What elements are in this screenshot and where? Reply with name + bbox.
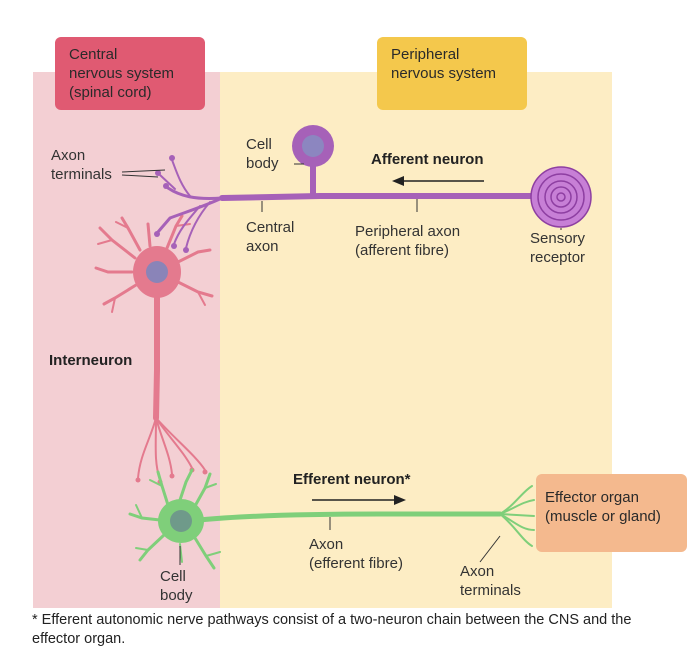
efferent-direction-arrow (312, 495, 406, 505)
effector-organ-box: Effector organ (muscle or gland) (536, 474, 687, 552)
central-axon-label: Central axon (246, 219, 295, 255)
axon-efferent-label: Axon (efferent fibre) (309, 536, 403, 572)
interneuron-label: Interneuron (49, 352, 133, 369)
cns-label-box: Central nervous system (spinal cord) (55, 37, 205, 110)
pns-label-box: Peripheral nervous system (377, 37, 527, 110)
afferent-direction-arrow (392, 176, 484, 186)
efferent-neuron-shape (128, 468, 535, 570)
pns-label: Peripheral nervous system (391, 46, 497, 82)
afferent-nucleus (302, 135, 324, 157)
footnote: * Efferent autonomic nerve pathways cons… (32, 612, 632, 647)
cell-body-top-label: Cell body (246, 136, 279, 172)
interneuron-nucleus (146, 261, 168, 283)
afferent-neuron-label: Afferent neuron (371, 151, 484, 168)
afferent-neuron-shape (156, 159, 543, 249)
cns-label: Central nervous system (spinal cord) (69, 46, 175, 101)
effector-organ-label: Effector organ (muscle or gland) (545, 489, 661, 525)
axon-terminals-top-label: Axon terminals (51, 147, 112, 183)
peripheral-axon-label: Peripheral axon (afferent fibre) (355, 223, 461, 259)
sensory-receptor-label: Sensory receptor (530, 230, 586, 266)
sensory-receptor-shape (530, 166, 592, 228)
axon-terminals-bottom-label: Axon terminals (460, 563, 521, 599)
efferent-neuron-nucleus (170, 510, 192, 532)
efferent-neuron-label: Efferent neuron* (293, 471, 411, 488)
cell-body-bottom-label: Cell body (160, 568, 193, 604)
leader-lines (121, 163, 562, 565)
